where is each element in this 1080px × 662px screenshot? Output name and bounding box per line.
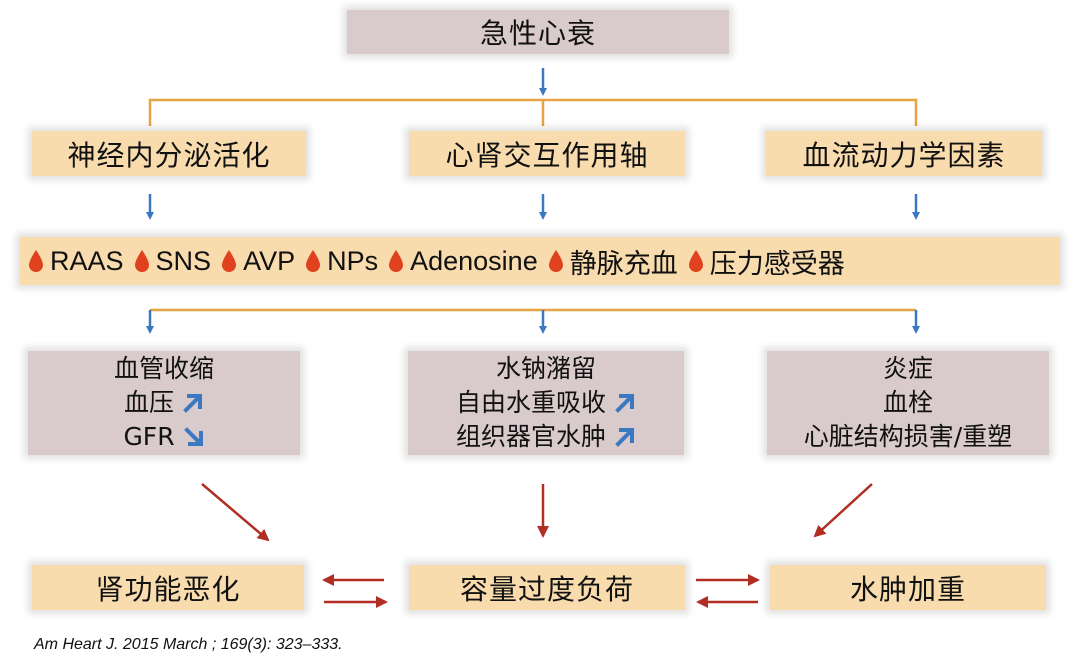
arrow-up-right-icon	[615, 394, 634, 413]
red-arrow-left	[201, 483, 270, 542]
arrow-up-right-icon	[615, 428, 634, 447]
effect-text: 自由水重吸收	[455, 388, 606, 417]
outcome-box-2: 容量过度负荷	[409, 565, 685, 610]
outcome-label: 水肿加重	[849, 572, 966, 606]
factor-item: 压力感受器	[688, 242, 845, 281]
effect-text: 血栓	[882, 388, 933, 417]
mechanism-box-2: 心肾交互作用轴	[409, 131, 685, 176]
outcome-box-3: 水肿加重	[770, 565, 1046, 610]
factors-bar: RAAS SNS AVP NPs Adenosine 静脉充血压力感受器	[20, 237, 1060, 285]
effect-text: GFR	[123, 422, 175, 451]
effect-text: 炎症	[882, 354, 933, 383]
factor-item: RAAS	[28, 246, 124, 277]
citation: Am Heart J. 2015 March ; 169(3): 323–333…	[34, 636, 343, 653]
effect-box-1: 血管收缩血压 GFR	[28, 351, 300, 455]
factor-item: SNS	[134, 245, 212, 277]
top-title: 急性心衰	[479, 17, 596, 50]
drop-icon	[548, 250, 563, 272]
effect-text: 水钠潴留	[495, 354, 596, 383]
mechanism-label: 神经内分泌活化	[67, 138, 271, 172]
factor-label: SNS	[155, 245, 212, 276]
drop-icon	[688, 250, 703, 272]
effect-line: GFR	[123, 420, 204, 454]
effect-text: 血管收缩	[113, 354, 214, 383]
factor-label: Adenosine	[410, 245, 538, 276]
drop-icon	[389, 250, 404, 272]
mechanism-label: 血流动力学因素	[802, 138, 1006, 172]
drop-icon	[134, 250, 149, 272]
effect-text: 心脏结构损害/重塑	[803, 422, 1013, 451]
effect-line: 心脏结构损害/重塑	[804, 420, 1012, 454]
effect-box-3: 炎症血栓心脏结构损害/重塑	[767, 351, 1049, 455]
mechanism-box-1: 神经内分泌活化	[32, 131, 306, 176]
effect-line: 组织器官水肿	[456, 420, 636, 454]
factor-item: Adenosine	[388, 246, 538, 277]
effect-line: 血栓	[883, 386, 933, 420]
outcome-label: 肾功能恶化	[95, 572, 241, 606]
red-arrow-right	[813, 483, 873, 538]
drop-icon	[222, 250, 237, 272]
factor-label: 压力感受器	[709, 248, 845, 279]
effect-text: 组织器官水肿	[455, 422, 606, 451]
factor-item: NPs	[305, 246, 378, 277]
factor-label: NPs	[327, 245, 379, 276]
effect-line: 血管收缩	[114, 352, 214, 386]
mechanism-box-3: 血流动力学因素	[766, 131, 1042, 176]
mechanism-label: 心肾交互作用轴	[445, 138, 649, 172]
outcome-box-1: 肾功能恶化	[32, 565, 304, 610]
outcome-label: 容量过度负荷	[459, 572, 634, 606]
effect-text: 血压	[123, 388, 174, 417]
drop-icon	[29, 250, 43, 272]
factor-item: AVP	[221, 246, 295, 277]
factor-label: 静脉充血	[569, 248, 678, 279]
arrow-down-right-icon	[183, 427, 203, 446]
arrow-up-right-icon	[183, 394, 202, 413]
bracket-top	[148, 98, 918, 126]
factor-label: RAAS	[50, 245, 124, 276]
effect-line: 炎症	[883, 352, 933, 386]
top-box: 急性心衰	[347, 10, 729, 54]
factor-item: 静脉充血	[548, 242, 678, 281]
effect-box-2: 水钠潴留自由水重吸收组织器官水肿	[408, 351, 684, 455]
drop-icon	[306, 250, 321, 272]
factor-label: AVP	[243, 245, 296, 276]
effect-line: 血压	[124, 386, 204, 420]
effect-line: 自由水重吸收	[456, 386, 636, 420]
effect-line: 水钠潴留	[496, 352, 596, 386]
